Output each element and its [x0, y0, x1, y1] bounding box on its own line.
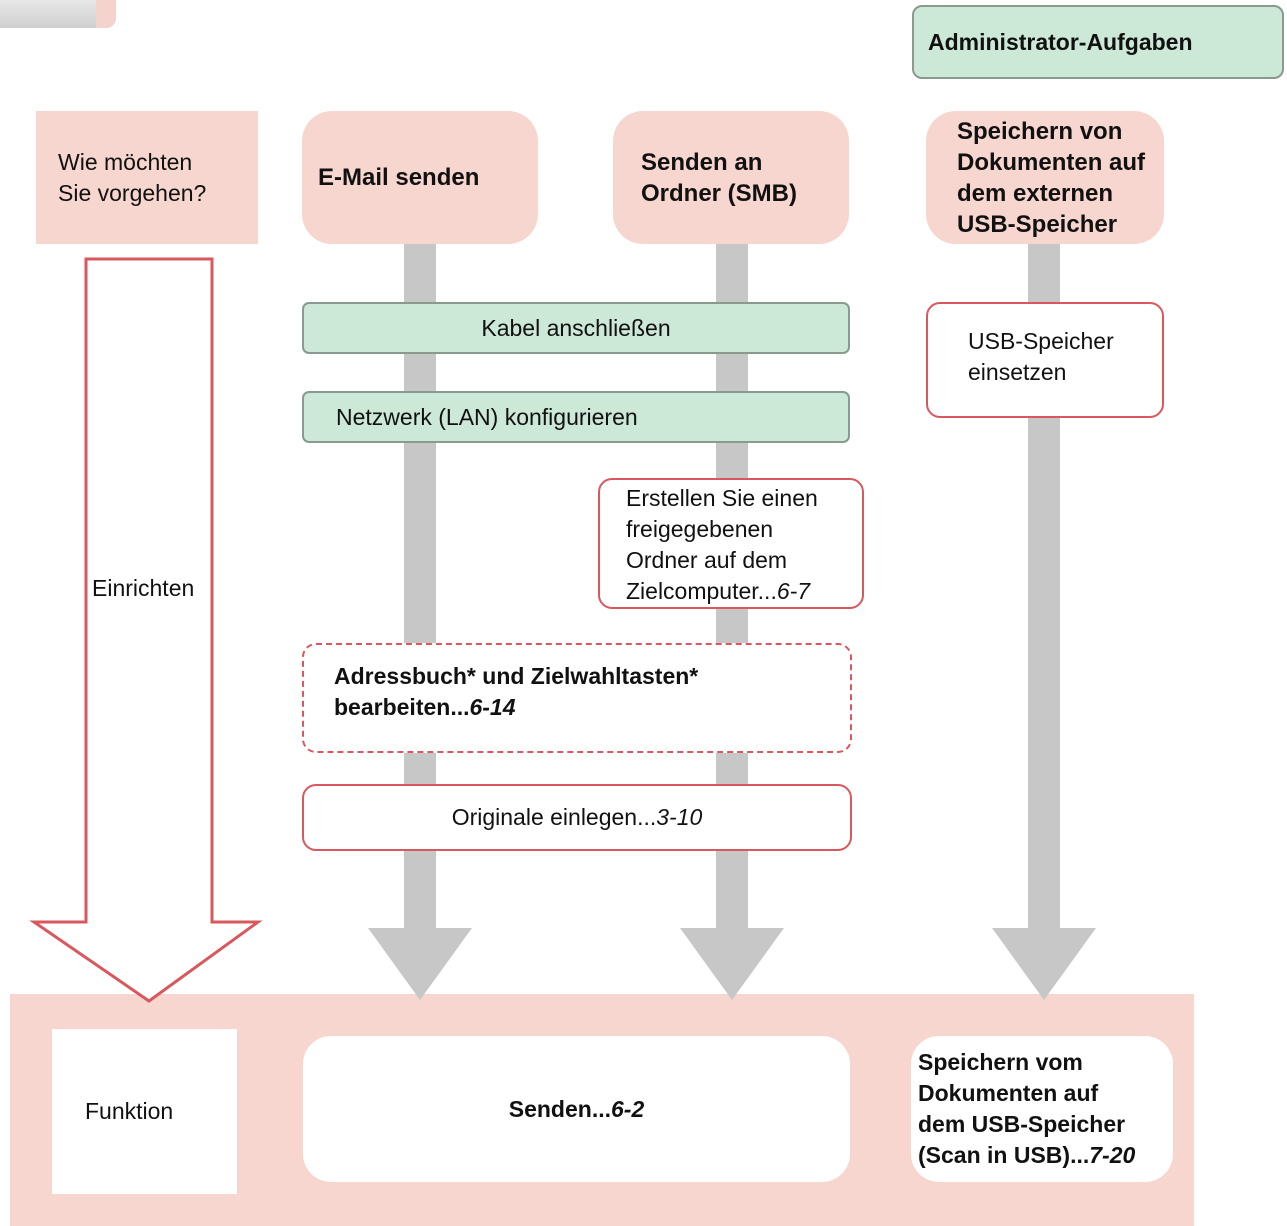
column-header-smb: Senden an Ordner (SMB)	[613, 111, 849, 244]
usb-flow-arrowhead	[992, 928, 1096, 1000]
address-book-line-1: Adressbuch* und Zielwahltasten*	[334, 663, 699, 689]
usb-header-line-1: Speichern von	[957, 117, 1123, 145]
step-configure-network: Netzwerk (LAN) konfigurieren	[302, 391, 850, 443]
question-line-2: Sie vorgehen?	[58, 179, 207, 206]
shared-folder-line-4: Zielcomputer...6-7	[626, 578, 811, 604]
admin-tasks-label: Administrator-Aufgaben	[912, 5, 1284, 79]
address-book-page-ref[interactable]: 6-14	[469, 694, 516, 720]
send-page-ref[interactable]: 6-2	[611, 1095, 645, 1122]
column-header-usb: Speichern von Dokumenten auf dem externe…	[926, 111, 1164, 244]
usb-header-line-3: dem externen	[957, 179, 1114, 207]
smb-flow-arrowhead	[680, 928, 784, 1000]
step-load-originals: Originale einlegen...3-10	[302, 784, 852, 851]
shared-folder-line-1: Erstellen Sie einen	[626, 485, 818, 511]
step-connect-cable: Kabel anschließen	[302, 302, 850, 354]
question-line-1: Wie möchten	[58, 148, 193, 175]
usb-scan-line-1: Speichern vom	[918, 1049, 1083, 1075]
cropped-graphic-fragment	[0, 0, 116, 28]
step-edit-address-book: Adressbuch* und Zielwahltasten* bearbeit…	[302, 643, 852, 753]
function-send-card: Senden...6-2	[303, 1036, 850, 1182]
email-flow-arrowhead	[368, 928, 472, 1000]
usb-scan-line-4: (Scan in USB)...7-20	[918, 1142, 1136, 1168]
usb-insert-line-1: USB-Speicher	[968, 328, 1114, 354]
usb-header-line-2: Dokumenten auf	[957, 148, 1146, 176]
usb-insert-line-2: einsetzen	[968, 359, 1067, 385]
usb-scan-line-3: dem USB-Speicher	[918, 1111, 1126, 1137]
setup-arrow-shape	[29, 257, 263, 1003]
smb-header-line-1: Senden an	[641, 148, 763, 176]
setup-arrow-label: Einrichten	[92, 575, 195, 601]
originals-page-ref[interactable]: 3-10	[656, 804, 703, 830]
usb-scan-line-2: Dokumenten auf	[918, 1080, 1099, 1106]
function-usb-scan-card: Speichern vom Dokumenten auf dem USB-Spe…	[911, 1036, 1173, 1182]
shared-folder-line-3: Ordner auf dem	[626, 547, 788, 573]
step-create-shared-folder: Erstellen Sie einen freigegebenen Ordner…	[598, 478, 864, 609]
step-insert-usb: USB-Speicher einsetzen	[926, 302, 1164, 418]
question-box: Wie möchten Sie vorgehen?	[36, 111, 258, 244]
shared-folder-line-2: freigegebenen	[626, 516, 774, 542]
function-label-box: Funktion	[52, 1029, 237, 1194]
usb-header-line-4: USB-Speicher	[957, 210, 1118, 238]
smb-header-line-2: Ordner (SMB)	[641, 179, 797, 207]
address-book-line-2: bearbeiten...6-14	[334, 694, 516, 720]
column-header-email: E-Mail senden	[302, 111, 538, 244]
shared-folder-page-ref[interactable]: 6-7	[776, 578, 811, 604]
usb-scan-page-ref[interactable]: 7-20	[1089, 1142, 1136, 1168]
